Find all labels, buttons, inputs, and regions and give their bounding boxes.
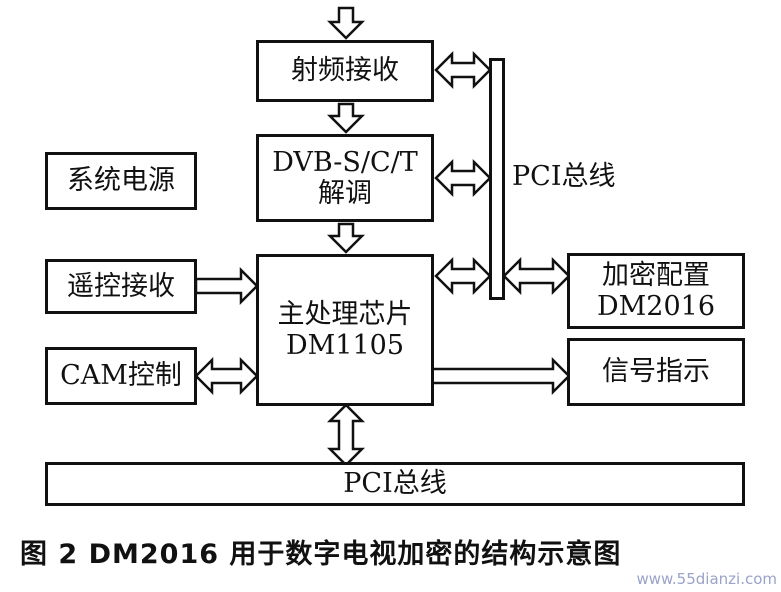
pci-bus-bottom-label: PCI总线 bbox=[343, 468, 447, 500]
pci-bus-vertical-label: PCI总线 bbox=[512, 161, 616, 192]
rf-receive-box: 射频接收 bbox=[256, 40, 434, 102]
dvb-demod-label-1: DVB-S/C/T bbox=[272, 146, 418, 178]
main-chip-label-1: 主处理芯片 bbox=[277, 298, 413, 330]
remote-receive-label: 遥控接收 bbox=[67, 270, 175, 302]
arrow-rf-to-dvb bbox=[326, 102, 366, 134]
signal-indicator-box: 信号指示 bbox=[567, 338, 745, 406]
cam-control-box: CAM控制 bbox=[45, 347, 197, 405]
arrow-cam-main bbox=[194, 356, 259, 396]
arrow-dvb-to-main bbox=[326, 222, 366, 254]
pci-bus-vertical bbox=[489, 58, 505, 300]
crypto-config-box: 加密配置 DM2016 bbox=[567, 253, 745, 329]
rf-receive-label: 射频接收 bbox=[291, 55, 399, 87]
arrow-pci-crypto bbox=[502, 256, 571, 296]
figure-caption: 图 2 DM2016 用于数字电视加密的结构示意图 bbox=[20, 539, 622, 570]
arrow-main-to-signal bbox=[429, 356, 571, 396]
system-power-box: 系统电源 bbox=[45, 152, 197, 210]
arrow-main-pci bbox=[434, 256, 492, 296]
crypto-config-label-2: DM2016 bbox=[596, 291, 715, 322]
signal-indicator-label: 信号指示 bbox=[602, 356, 710, 388]
pci-bus-bottom: PCI总线 bbox=[45, 462, 745, 506]
arrow-input-to-rf bbox=[326, 6, 366, 40]
cam-control-label: CAM控制 bbox=[60, 360, 182, 392]
arrow-main-pci-bottom bbox=[326, 403, 366, 467]
watermark: www.55dianzi.com bbox=[636, 570, 777, 588]
main-chip-box: 主处理芯片 DM1105 bbox=[256, 254, 434, 406]
dvb-demod-box: DVB-S/C/T 解调 bbox=[256, 134, 434, 222]
crypto-config-label-1: 加密配置 bbox=[602, 259, 710, 291]
main-chip-label-2: DM1105 bbox=[285, 330, 404, 361]
arrow-dvb-pci bbox=[434, 158, 492, 198]
system-power-label: 系统电源 bbox=[67, 165, 175, 197]
arrow-remote-to-main bbox=[194, 266, 259, 306]
dvb-demod-label-2: 解调 bbox=[318, 178, 372, 209]
arrow-rf-pci bbox=[434, 50, 492, 90]
remote-receive-box: 遥控接收 bbox=[45, 259, 197, 314]
